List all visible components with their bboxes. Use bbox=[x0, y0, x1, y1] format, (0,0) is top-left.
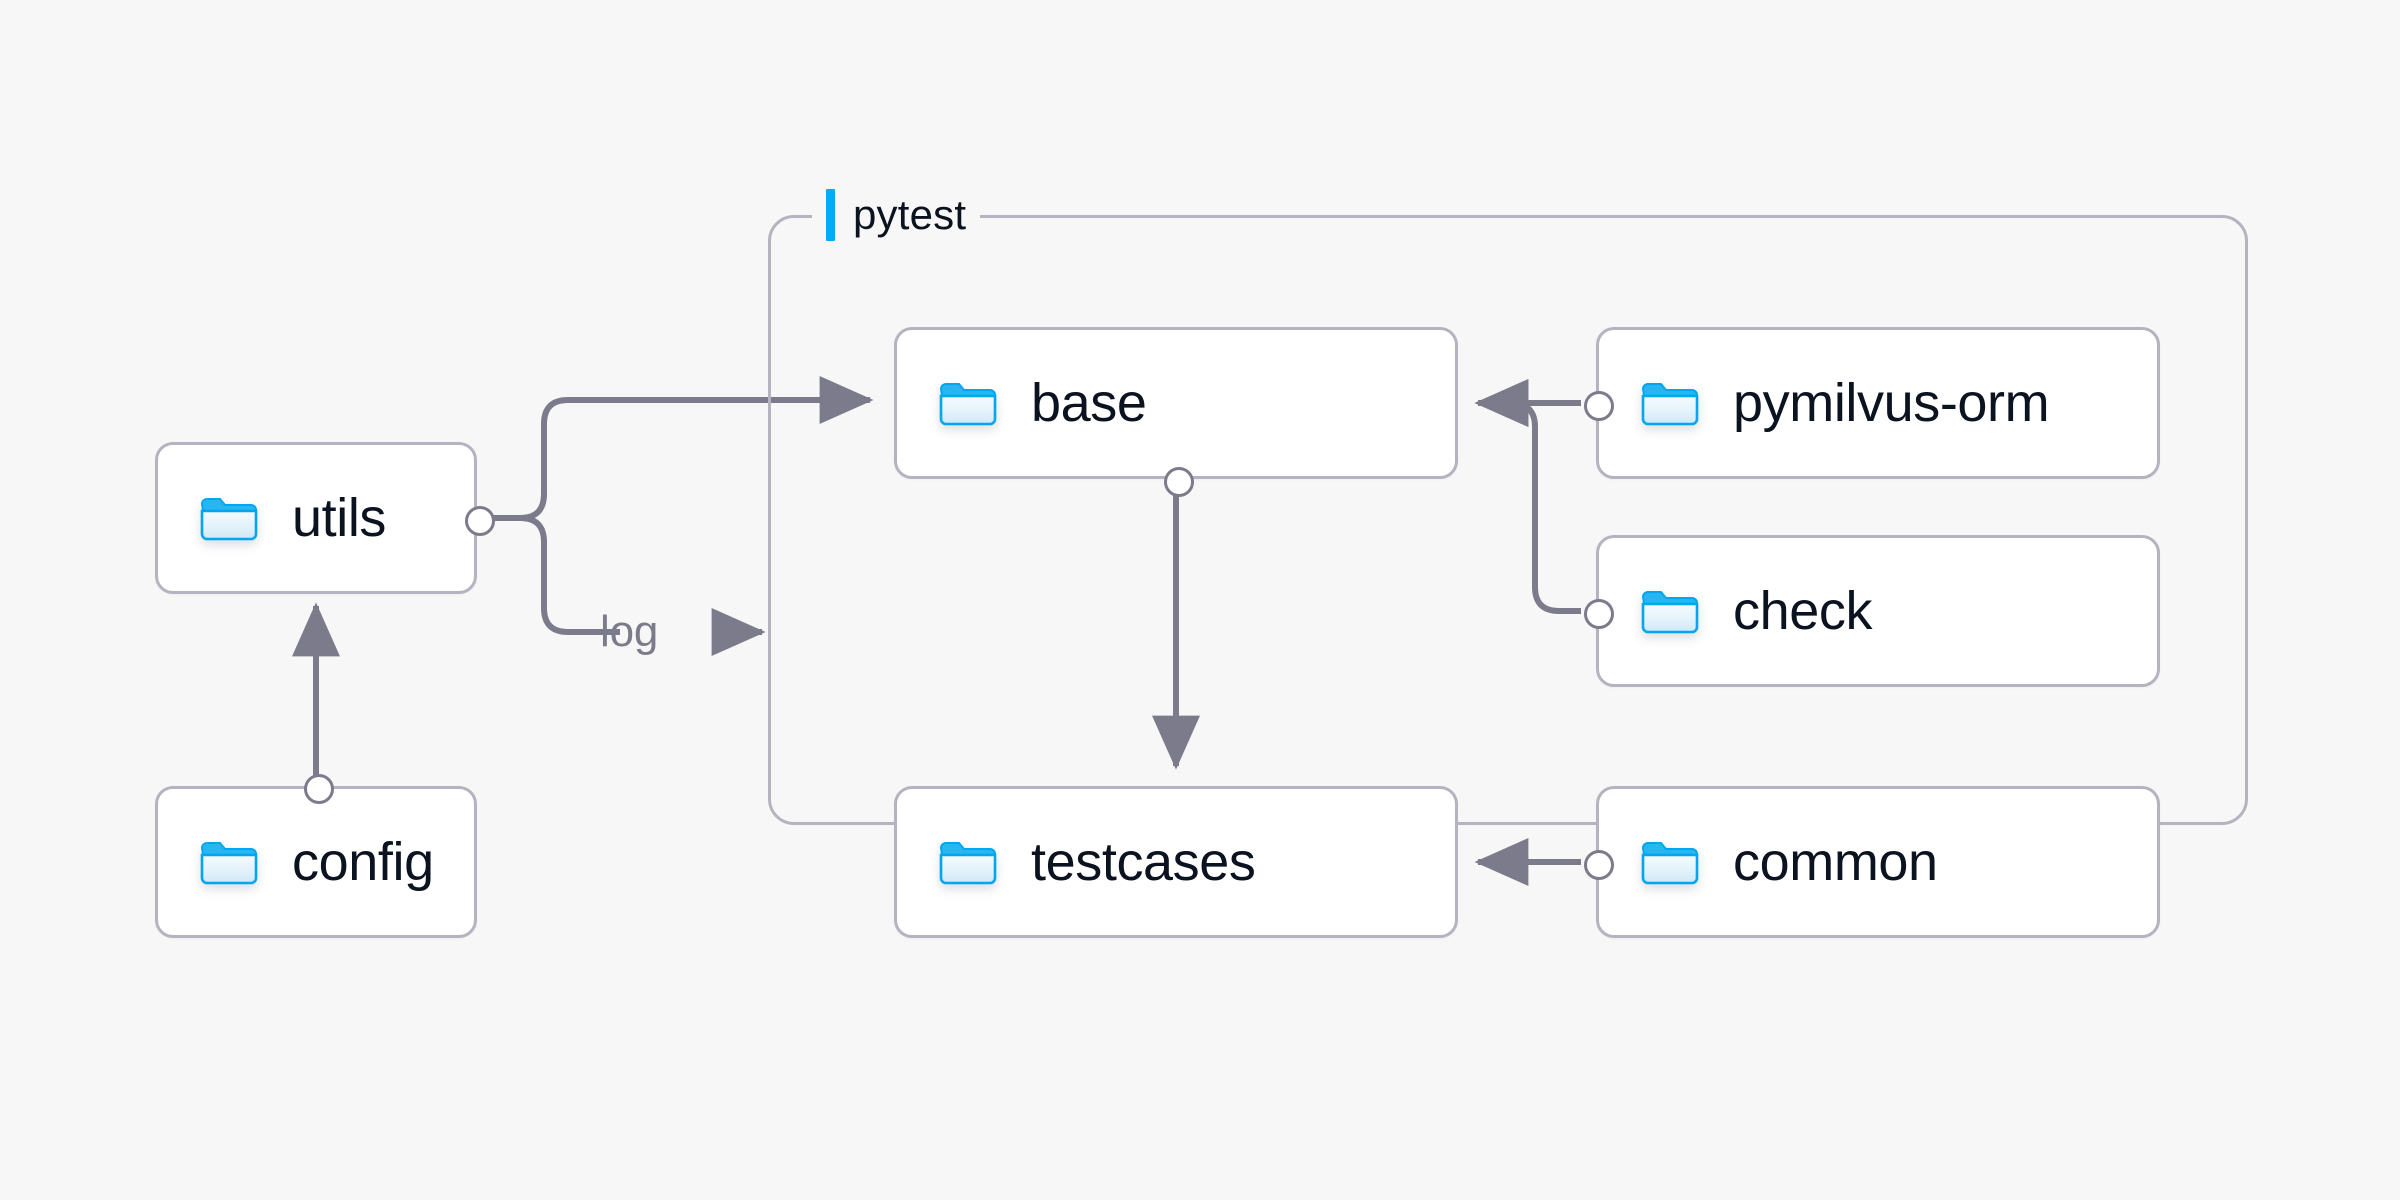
node-check[interactable]: check bbox=[1584, 535, 2160, 687]
node-utils-label: utils bbox=[292, 488, 387, 548]
port-common-left[interactable] bbox=[1584, 850, 1614, 880]
group-pytest-label: pytest bbox=[812, 187, 981, 243]
port-pymilvus-orm-left[interactable] bbox=[1584, 391, 1614, 421]
folder-icon bbox=[200, 494, 258, 542]
node-testcases-label: testcases bbox=[1031, 832, 1256, 892]
node-check-label: check bbox=[1733, 581, 1873, 641]
node-base[interactable]: base bbox=[894, 327, 1458, 497]
node-common[interactable]: common bbox=[1584, 786, 2160, 938]
folder-icon bbox=[939, 379, 997, 427]
node-config-label: config bbox=[292, 832, 434, 892]
folder-icon bbox=[1641, 838, 1699, 886]
vertical-bar-icon bbox=[826, 189, 835, 241]
folder-icon bbox=[200, 838, 258, 886]
group-pytest[interactable] bbox=[768, 215, 2248, 825]
node-utils[interactable]: utils bbox=[155, 442, 495, 594]
group-pytest-label-text: pytest bbox=[853, 191, 967, 238]
port-check-left[interactable] bbox=[1584, 599, 1614, 629]
node-testcases[interactable]: testcases bbox=[894, 786, 1458, 938]
port-config-top[interactable] bbox=[304, 774, 334, 804]
node-config[interactable]: config bbox=[155, 774, 477, 938]
folder-icon bbox=[939, 838, 997, 886]
node-base-label: base bbox=[1031, 373, 1147, 433]
folder-icon bbox=[1641, 587, 1699, 635]
port-utils-right[interactable] bbox=[465, 506, 495, 536]
node-pymilvus-orm[interactable]: pymilvus-orm bbox=[1584, 327, 2160, 479]
node-common-label: common bbox=[1733, 832, 1938, 892]
port-base-bottom[interactable] bbox=[1164, 467, 1194, 497]
node-pymilvus-orm-label: pymilvus-orm bbox=[1733, 373, 2050, 433]
folder-icon bbox=[1641, 379, 1699, 427]
edge-label-log: log bbox=[600, 607, 659, 656]
